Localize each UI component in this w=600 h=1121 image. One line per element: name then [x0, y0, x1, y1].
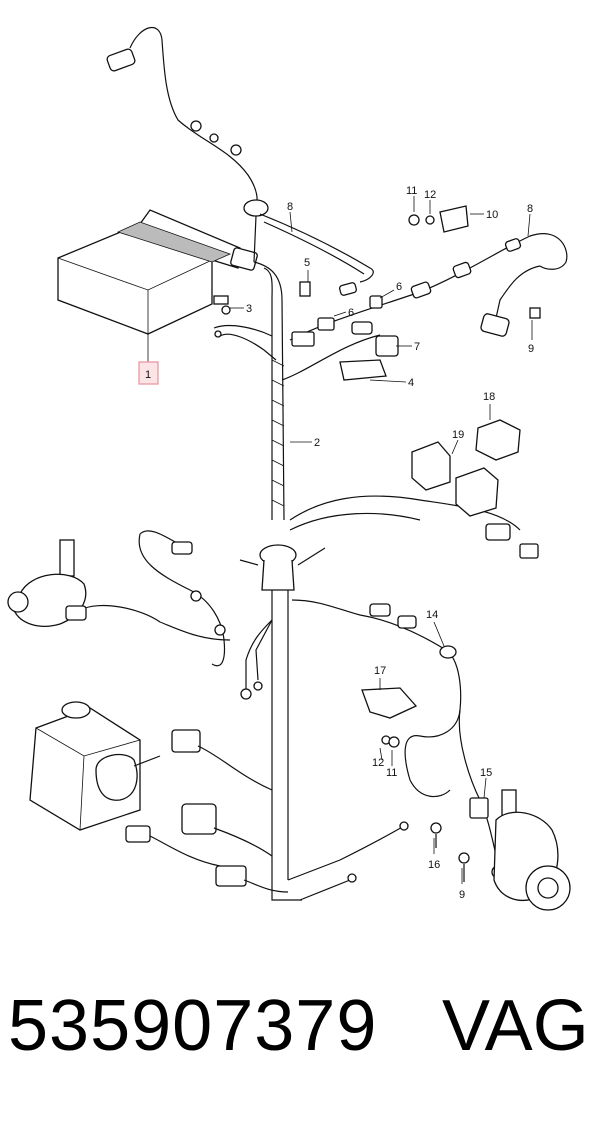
leader-lines — [230, 196, 533, 884]
callout-8a: 8 — [287, 201, 293, 213]
callout-10: 10 — [486, 209, 498, 221]
bracket-top — [408, 205, 469, 233]
callout-19: 19 — [452, 429, 464, 441]
right-wheel-assembly — [469, 789, 571, 911]
callout-9a: 9 — [528, 343, 534, 355]
callout-1-highlight — [138, 361, 159, 385]
callout-4: 4 — [408, 377, 414, 389]
callout-5: 5 — [304, 257, 310, 269]
wiring-harness-diagram: 1 2 3 4 5 6 6 7 8 8 9 9 10 11 11 12 12 1… — [7, 26, 571, 911]
left-branch — [240, 619, 273, 700]
control-unit — [57, 209, 258, 362]
hydraulic-unit — [29, 701, 161, 843]
callout-18: 18 — [483, 391, 495, 403]
part-number: 535907379 — [8, 986, 378, 1066]
brand-name: VAG — [442, 986, 589, 1066]
callout-12b: 12 — [372, 757, 384, 769]
callout-3: 3 — [246, 303, 252, 315]
callout-11a: 11 — [406, 185, 417, 197]
callout-17: 17 — [374, 665, 386, 677]
footer: 535907379 VAG — [0, 985, 600, 1105]
callout-11b: 11 — [386, 767, 397, 779]
screws — [430, 822, 470, 882]
callout-7: 7 — [414, 341, 420, 353]
callout-6b: 6 — [348, 307, 354, 319]
callout-6a: 6 — [396, 281, 402, 293]
right-sensor-lead — [289, 233, 568, 341]
callout-14: 14 — [426, 609, 438, 621]
left-wheel-assembly — [7, 530, 231, 667]
callout-1: 1 — [145, 369, 151, 381]
relay-group — [289, 419, 539, 559]
bracket-17 — [361, 687, 418, 748]
callout-8b: 8 — [527, 203, 533, 215]
callout-16: 16 — [428, 859, 440, 871]
callout-2: 2 — [314, 437, 320, 449]
connector-branch — [213, 281, 399, 381]
callout-9b: 9 — [459, 889, 465, 901]
upper-sensor-lead — [106, 26, 374, 296]
main-harness — [239, 261, 326, 901]
callout-15: 15 — [480, 767, 492, 779]
callout-12a: 12 — [424, 189, 436, 201]
lower-connectors — [149, 729, 409, 901]
